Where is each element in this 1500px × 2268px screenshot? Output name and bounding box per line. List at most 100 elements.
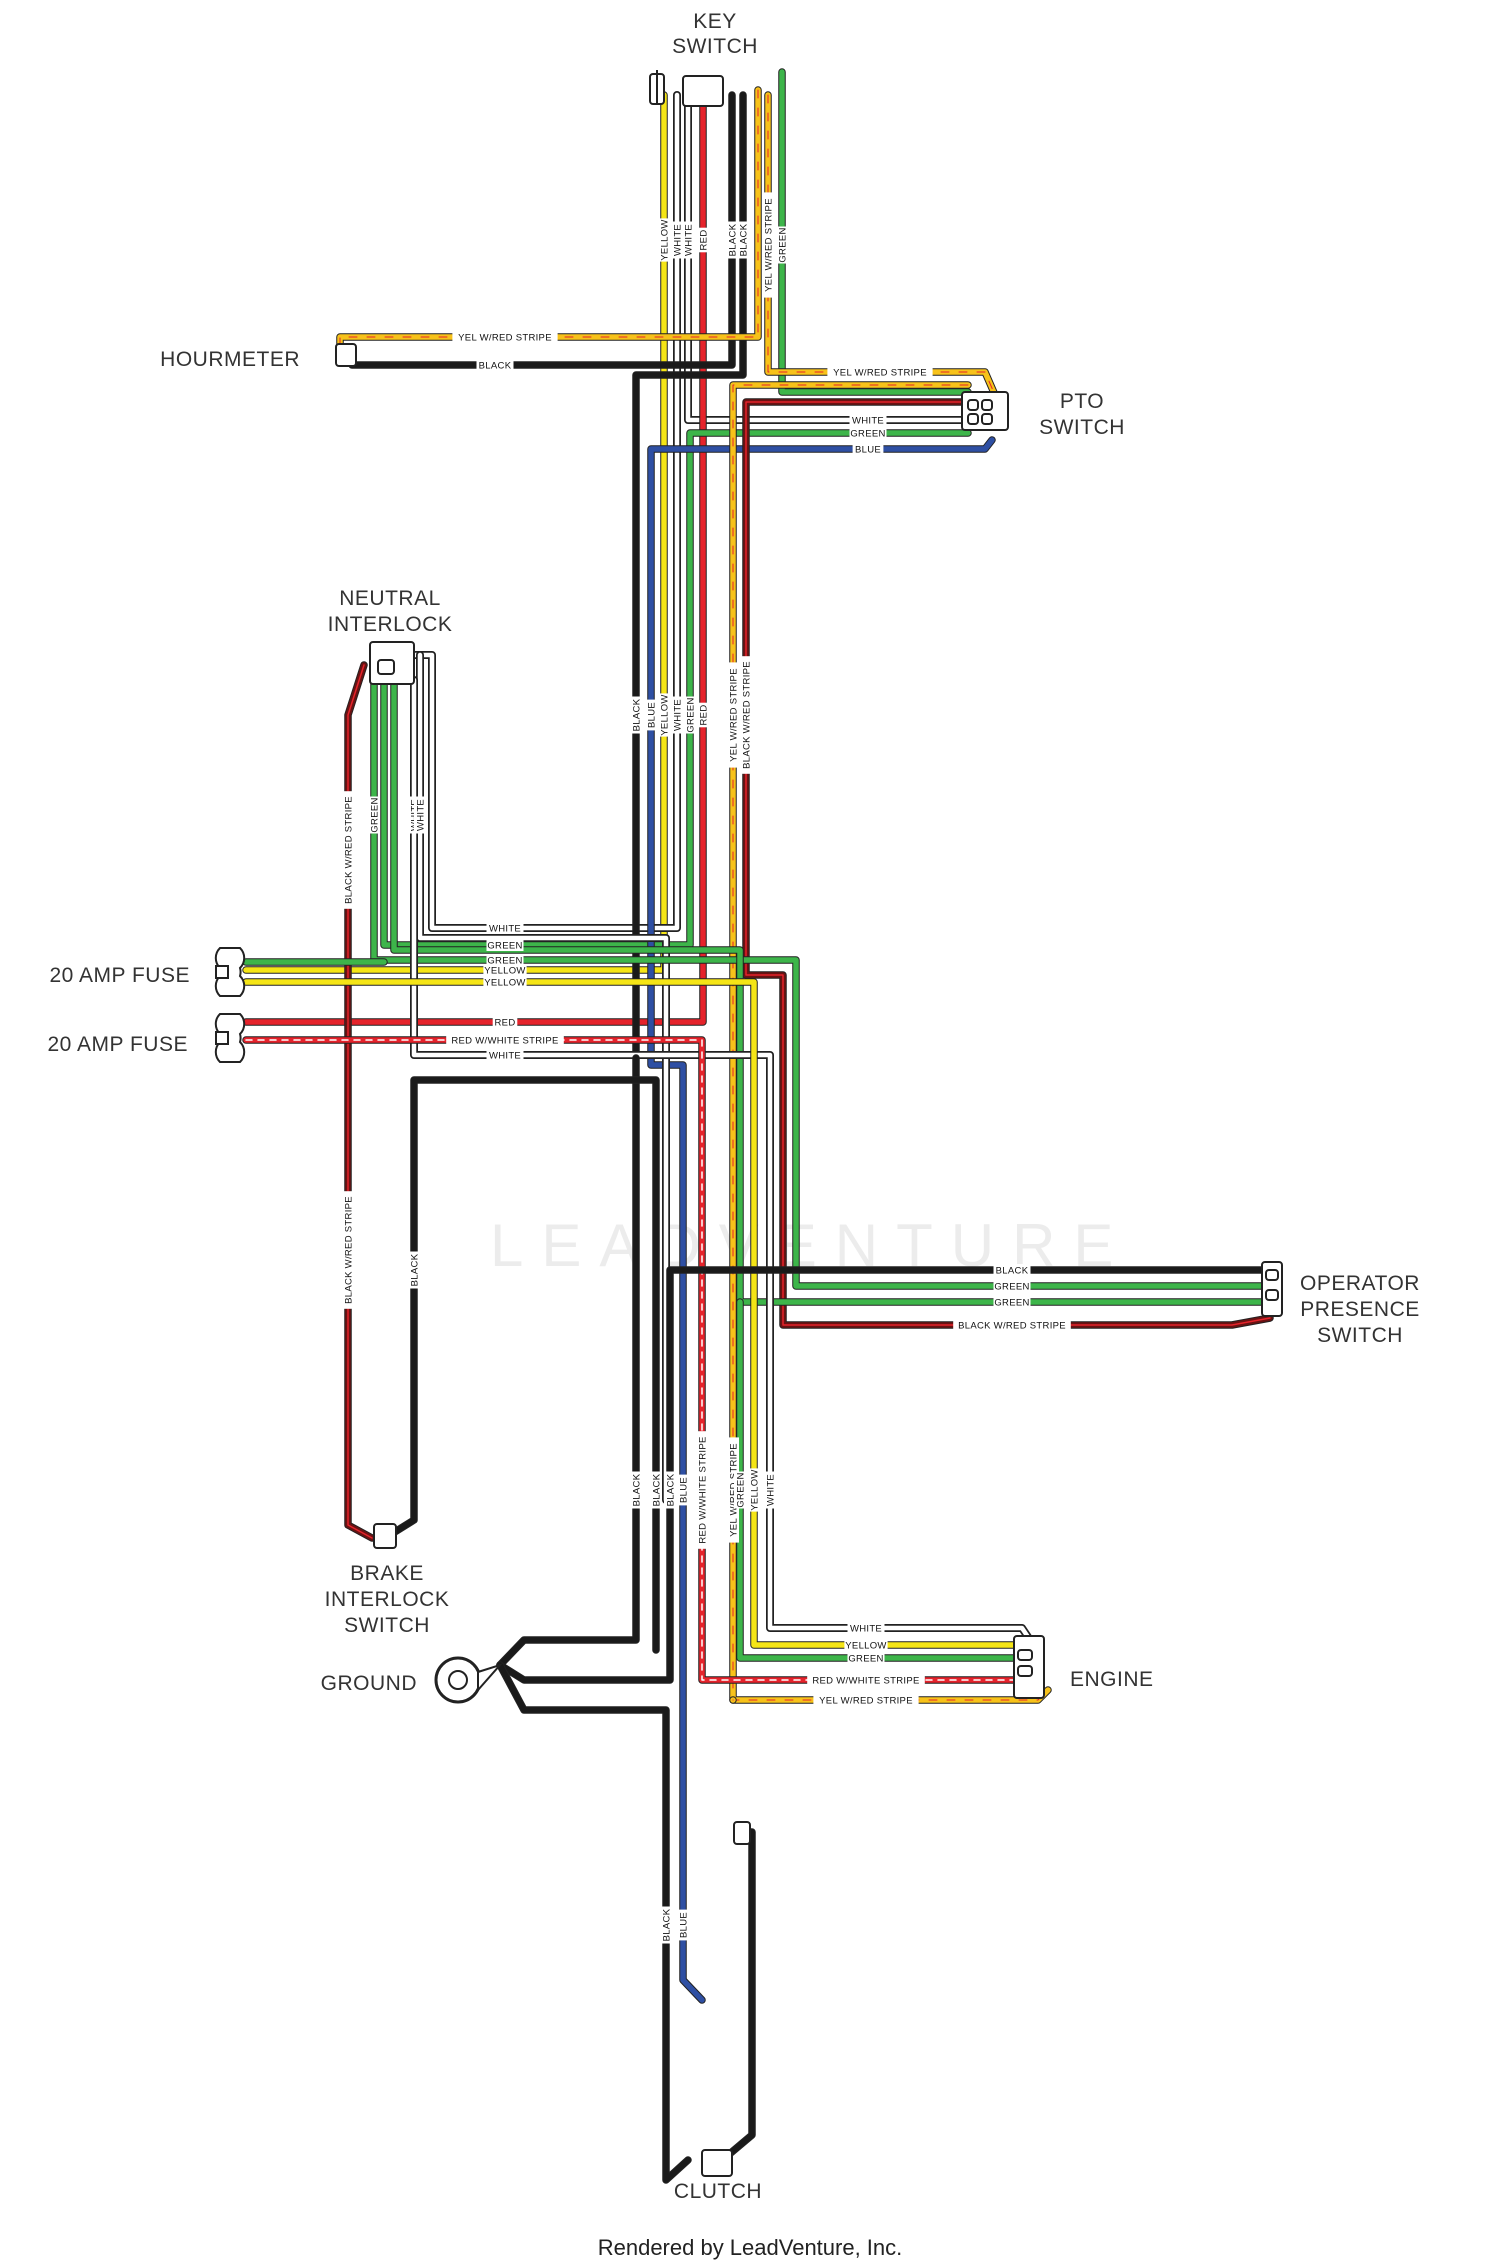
neutral-interlock-pin (377, 659, 395, 675)
wire-outline (496, 1266, 1266, 1684)
wire-outline (496, 1054, 640, 1669)
wire-label-blk_red: BLACK W/RED STRIPE (742, 661, 753, 769)
wire-label-group: BLACK (630, 1471, 643, 1509)
wire-label-yellow: YELLOW (484, 978, 525, 989)
wire-label-group: BLACK (737, 221, 750, 259)
ground-label: GROUND (321, 1672, 417, 1695)
wire-label-green: GREEN (487, 941, 522, 952)
wire-label-black: BLACK (728, 223, 739, 256)
wire-label-white: WHITE (673, 699, 684, 731)
wire-label-group: BLACK W/RED STRIPE (342, 791, 355, 909)
wire-label-bg (677, 1474, 689, 1506)
wire-label-yel_red: YEL W/RED STRIPE (764, 198, 775, 292)
wire-label-black: BLACK (632, 1473, 643, 1506)
wire-label-group: BLUE (677, 1474, 690, 1506)
wire-label-group: WHITE (671, 696, 684, 734)
wire-label-bg (483, 976, 527, 988)
wire-label-bg (847, 1652, 885, 1664)
wire-label-bg (658, 693, 670, 737)
wire-label-red_wht: RED W/WHITE STRIPE (812, 1676, 919, 1687)
brake-interlock-label-line-3: SWITCH (344, 1614, 430, 1637)
wire-label-group: GREEN (486, 954, 524, 967)
wire-label-group: YEL W/RED STRIPE (452, 331, 558, 344)
wire-label-bg (486, 1049, 524, 1061)
wire-label-bg (684, 696, 696, 734)
wire-black-main-ground (497, 1055, 639, 1668)
wire-label-bg (727, 1437, 739, 1543)
footer-credit: Rendered by LeadVenture, Inc. (598, 2235, 903, 2260)
wire-label-bg (764, 1471, 776, 1509)
wire-label-white: WHITE (684, 224, 695, 256)
wire-label-bg (776, 226, 788, 264)
wire-label-group: BLACK (726, 221, 739, 259)
clutch-body (701, 2149, 733, 2177)
wire-red-key-fuse (243, 92, 706, 1025)
wire-label-group: YELLOW (748, 1468, 761, 1512)
wire-label-green: GREEN (736, 1472, 747, 1507)
wire-label-bg (993, 1280, 1031, 1292)
wire-label-bg (849, 427, 887, 439)
wire-label-group: YEL W/RED STRIPE (813, 1694, 919, 1707)
wire-label-group: BLACK W/RED STRIPE (953, 1319, 1071, 1332)
wire-label-bg (682, 221, 694, 259)
wire-blkred-pto-ops (743, 399, 1273, 1328)
wire-label-white: WHITE (416, 799, 427, 831)
wire-label-yel_red: YEL W/RED STRIPE (458, 333, 552, 344)
wire-label-group: WHITE (682, 221, 695, 259)
wire-outline (764, 91, 999, 399)
wire-label-bg (697, 702, 709, 728)
wire-label-bg (748, 1468, 760, 1512)
wire-yellow-key-fuse (243, 92, 667, 973)
wire-label-group: BLACK (993, 1264, 1031, 1277)
wire-label-group: GREEN (734, 1471, 747, 1509)
wire-stripe (347, 664, 373, 1539)
wire-label-yellow: YELLOW (660, 219, 671, 260)
wire-label-black: BLACK (996, 1266, 1029, 1277)
wire-label-bg (645, 699, 657, 731)
wire-label-red_wht: RED W/WHITE STRIPE (451, 1036, 558, 1047)
wire-label-bg (446, 1034, 564, 1046)
wire-label-bg (342, 791, 354, 909)
hourmeter-body (335, 343, 357, 367)
wire-black-ground-clutch (497, 1662, 691, 2183)
wires (242, 68, 1274, 2184)
wire-label-bg (368, 796, 380, 834)
wire-label-white: WHITE (766, 1474, 777, 1506)
wire-label-group: WHITE (764, 1471, 777, 1509)
wire-label-green: GREEN (778, 227, 789, 262)
fuse-2-label: 20 AMP FUSE (47, 1033, 188, 1056)
wire-label-group: BLACK (476, 359, 514, 372)
wire-label-bg (844, 1639, 888, 1651)
wire-yelred-key-pto (765, 92, 998, 398)
wire-outline (386, 1076, 660, 1654)
wire-label-bg (807, 1674, 925, 1686)
wire-label-group: BLACK W/RED STRIPE (342, 1191, 355, 1309)
wire-label-bg (852, 443, 884, 455)
wire-label-bg (408, 1251, 420, 1289)
wire-label-bg (827, 366, 933, 378)
wire-label-bg (734, 1471, 746, 1509)
wire-label-bg (476, 359, 514, 371)
wire-label-group: GREEN (993, 1296, 1031, 1309)
wire-label-group: WHITE (671, 221, 684, 259)
wire-label-green: GREEN (487, 956, 522, 967)
wire-label-group: GREEN (684, 696, 697, 734)
wire-label-white: WHITE (673, 224, 684, 256)
operator-presence-pin-2 (1265, 1289, 1279, 1301)
fuse-1-body-blade (215, 965, 229, 979)
wire-outline (736, 1298, 1034, 1662)
wire-outline (410, 676, 1034, 1644)
wire-label-bg (492, 1016, 518, 1028)
wire-label-bg (953, 1319, 1071, 1331)
wire-label-bg (483, 964, 527, 976)
wire-label-blue: BLUE (855, 445, 881, 456)
clutch-diode (733, 1821, 751, 1845)
wire-label-white: WHITE (850, 1624, 882, 1635)
wire-label-green: GREEN (686, 697, 697, 732)
hourmeter-label: HOURMETER (160, 348, 300, 371)
wire-label-bg (740, 656, 752, 774)
wire-label-bg (660, 1906, 672, 1944)
wire-green-pto-main (381, 430, 971, 948)
